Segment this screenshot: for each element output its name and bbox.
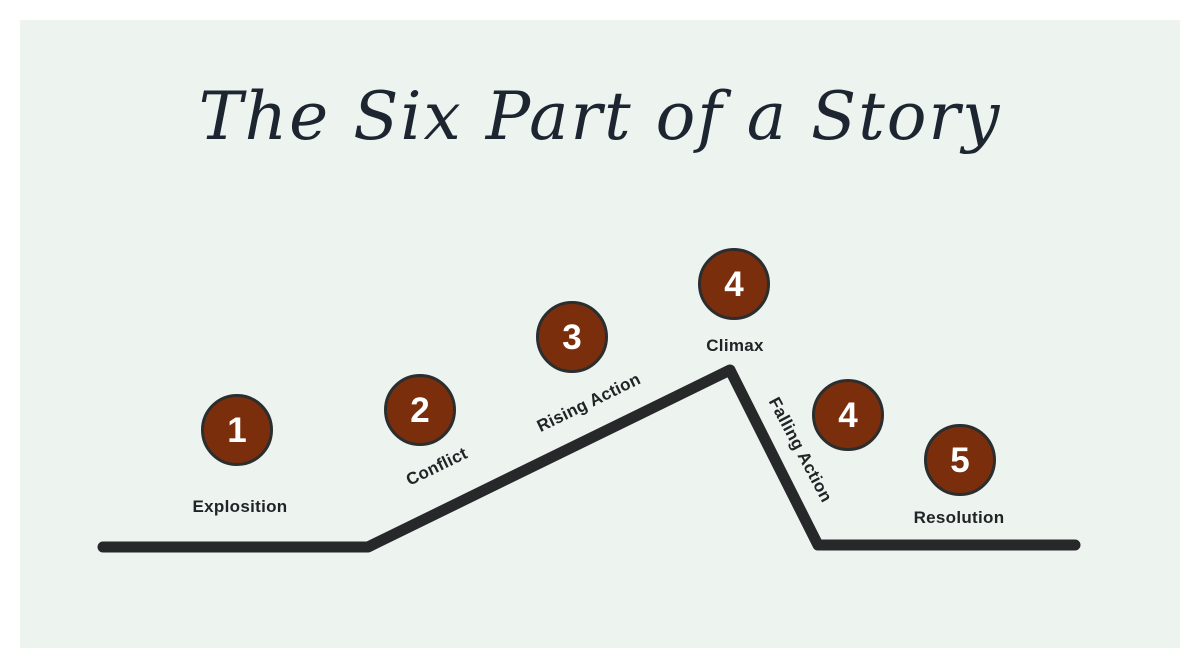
stage-label-resolution: Resolution [913, 508, 1005, 527]
stage-number: 5 [950, 440, 970, 480]
stage-circle-falling-action: 4 [812, 379, 884, 451]
stage-circle-resolution: 5 [924, 424, 996, 496]
stage-number: 4 [724, 264, 744, 304]
plot-polyline [97, 364, 1081, 553]
stage-number: 4 [838, 395, 858, 435]
stage-label-exposition: Explosition [192, 497, 288, 516]
stage-number: 2 [410, 390, 430, 430]
stage-circle-climax: 4 [698, 248, 770, 320]
stage-number: 1 [227, 410, 247, 450]
stage-label-climax: Climax [706, 336, 764, 355]
stage-circle-conflict: 2 [384, 374, 456, 446]
stage-circle-rising-action: 3 [536, 301, 608, 373]
stage-number: 3 [562, 317, 582, 357]
stage-circle-exposition: 1 [201, 394, 273, 466]
page-title: The Six Part of a Story [198, 78, 1002, 155]
